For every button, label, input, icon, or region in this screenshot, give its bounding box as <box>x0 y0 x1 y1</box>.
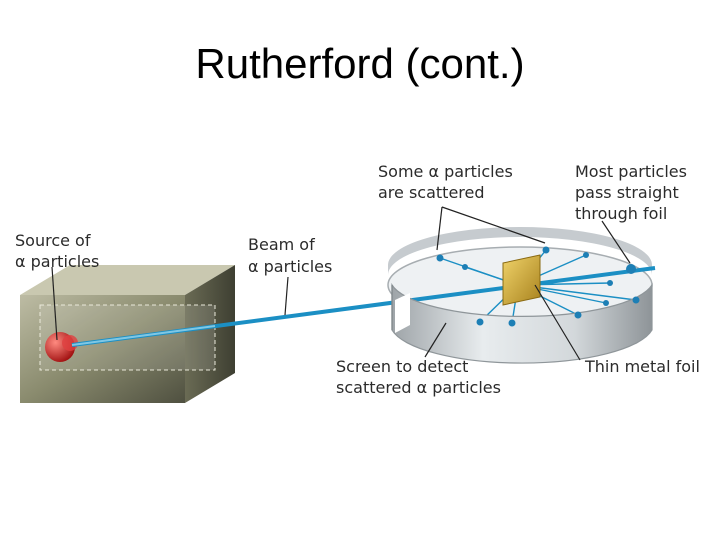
gold-foil <box>502 254 541 306</box>
svg-text:Most particles: Most particles <box>575 162 687 181</box>
label-screen: Screen to detect scattered α particles <box>336 357 501 397</box>
svg-text:Source of: Source of <box>15 231 91 250</box>
svg-text:are scattered: are scattered <box>378 183 485 202</box>
label-beam: Beam of α particles <box>248 235 332 276</box>
leader-lines <box>51 206 631 361</box>
svg-text:pass straight: pass straight <box>575 183 679 202</box>
alpha-source-icon <box>45 332 78 362</box>
svg-text:scattered α particles: scattered α particles <box>336 378 501 397</box>
source-box <box>20 265 235 403</box>
label-straight: Most particles pass straight through foi… <box>575 162 687 223</box>
svg-text:Beam of: Beam of <box>248 235 315 254</box>
svg-text:Thin metal foil: Thin metal foil <box>584 357 700 376</box>
svg-text:α particles: α particles <box>248 257 332 276</box>
svg-text:Some α particles: Some α particles <box>378 162 513 181</box>
svg-text:through foil: through foil <box>575 204 667 223</box>
label-scattered: Some α particles are scattered <box>378 162 513 202</box>
impact-dots <box>436 246 640 327</box>
rutherford-diagram: Source of α particles Beam of α particle… <box>15 162 700 403</box>
svg-text:Screen to detect: Screen to detect <box>336 357 468 376</box>
svg-text:α particles: α particles <box>15 252 99 271</box>
slide-title: Rutherford (cont.) <box>195 40 525 87</box>
label-source: Source of α particles <box>15 231 99 271</box>
label-foil: Thin metal foil <box>584 357 700 376</box>
screen-front <box>391 282 653 364</box>
